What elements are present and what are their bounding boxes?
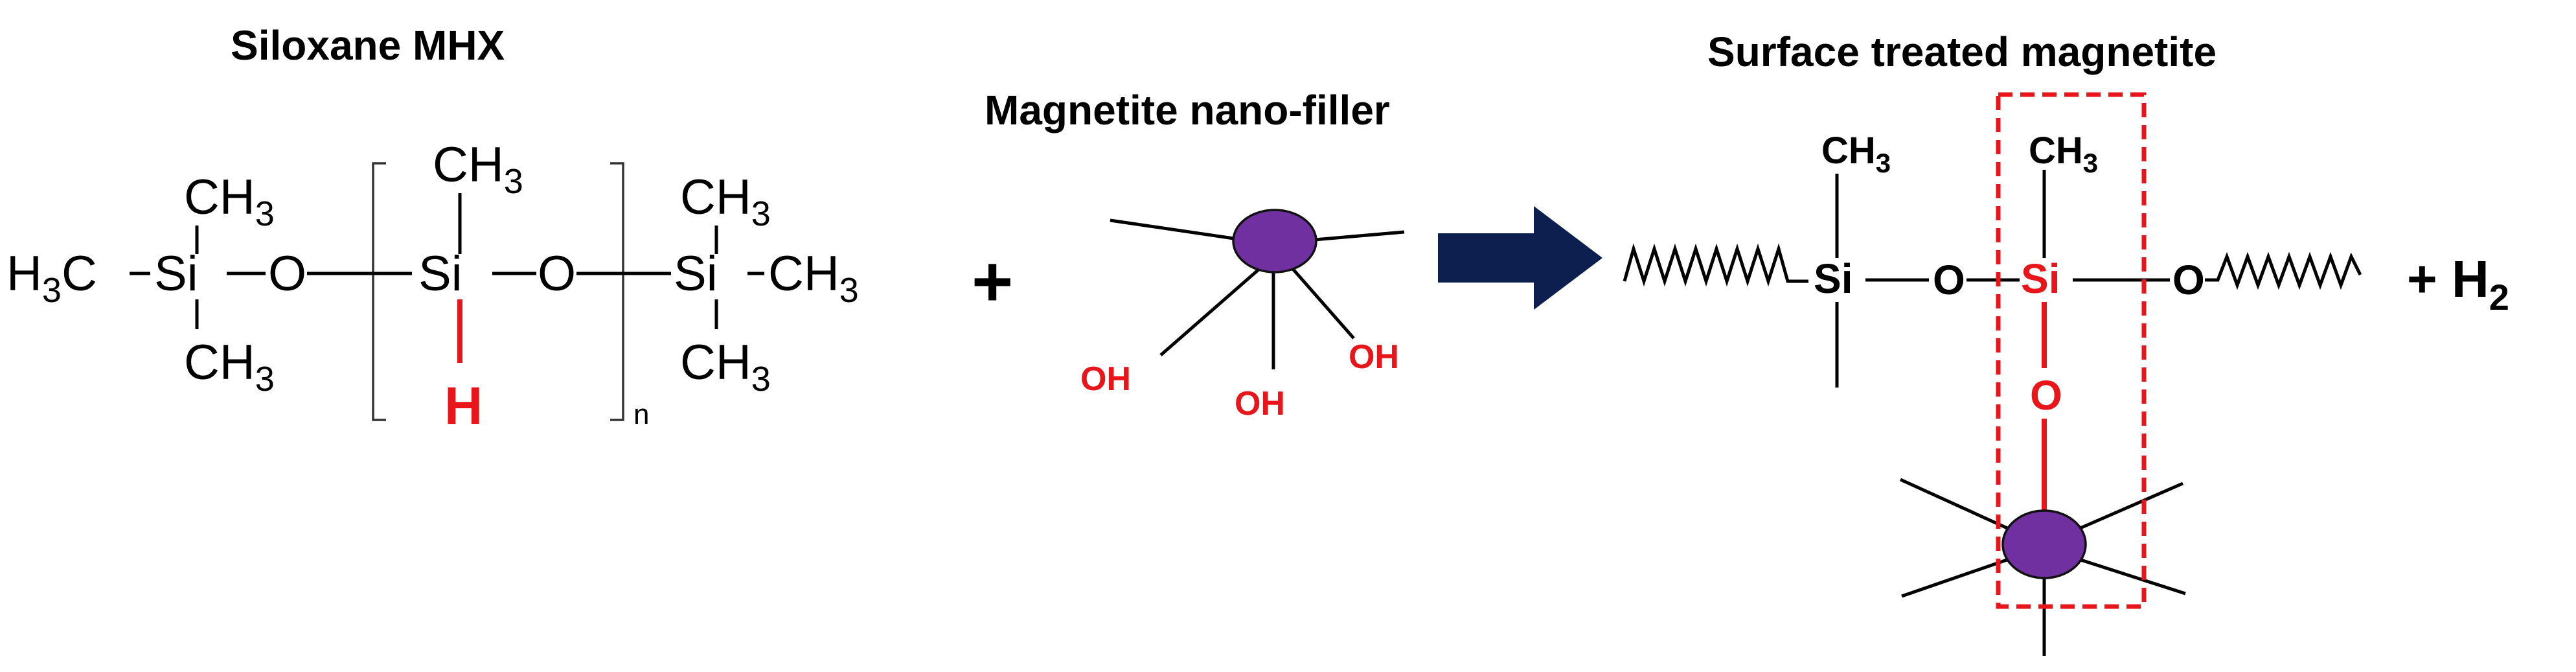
bracket-left [372,162,386,421]
title-treated: Surface treated magnetite [1707,29,2217,75]
plus-sign-1: + [972,242,1013,321]
atom-h3c: H3C [6,246,97,310]
treated-particle-circle [2001,509,2087,579]
label-n: n [633,399,649,430]
byproduct-h2: + H2 [2407,250,2509,318]
title-siloxane: Siloxane MHX [231,22,505,69]
atom-o-treated-1: O [1933,257,1965,303]
atom-ch3-left-top: CH3 [184,170,275,233]
title-magnetite: Magnetite nano-filler [985,87,1390,133]
polymer-chain-right [2205,251,2362,290]
atom-ch3-left-bottom: CH3 [184,335,275,399]
oh-group-middle: OH [1235,385,1285,423]
treated-structure: Si CH3 O Si CH3 O O [1623,92,2362,656]
atom-o-treated-2: O [2172,257,2205,303]
atom-si-right: Si [674,246,718,301]
particle-circle [1232,209,1317,273]
atom-si-middle: Si [418,246,462,301]
oh-group-left: OH [1080,360,1131,398]
atom-ch3-right-end: CH3 [768,246,859,310]
atom-ch3-treated-2: CH3 [2029,130,2098,178]
atom-si-treated-2: Si [2021,255,2060,302]
atom-o-bridge: O [2030,372,2062,419]
atom-ch3-right-bottom: CH3 [680,335,771,399]
atom-si-treated-1: Si [1814,255,1852,302]
reaction-arrow [1438,206,1602,310]
atom-h-reactive: H [444,377,483,435]
magnetite-particle: OH OH OH [1080,209,1405,423]
polymer-chain-left [1623,243,1808,287]
atom-si-left: Si [154,246,198,301]
bracket-right [610,162,624,421]
atom-o-2: O [538,246,576,301]
atom-ch3-middle: CH3 [433,137,523,201]
highlight-box [1996,92,2147,609]
oh-group-right: OH [1349,338,1399,376]
atom-ch3-treated-1: CH3 [1821,130,1891,178]
atom-o-1: O [268,246,306,301]
siloxane-structure: H3C Si CH3 CH3 O Si CH3 H O n Si CH3 CH3… [6,137,859,435]
atom-ch3-right-top: CH3 [680,170,771,233]
